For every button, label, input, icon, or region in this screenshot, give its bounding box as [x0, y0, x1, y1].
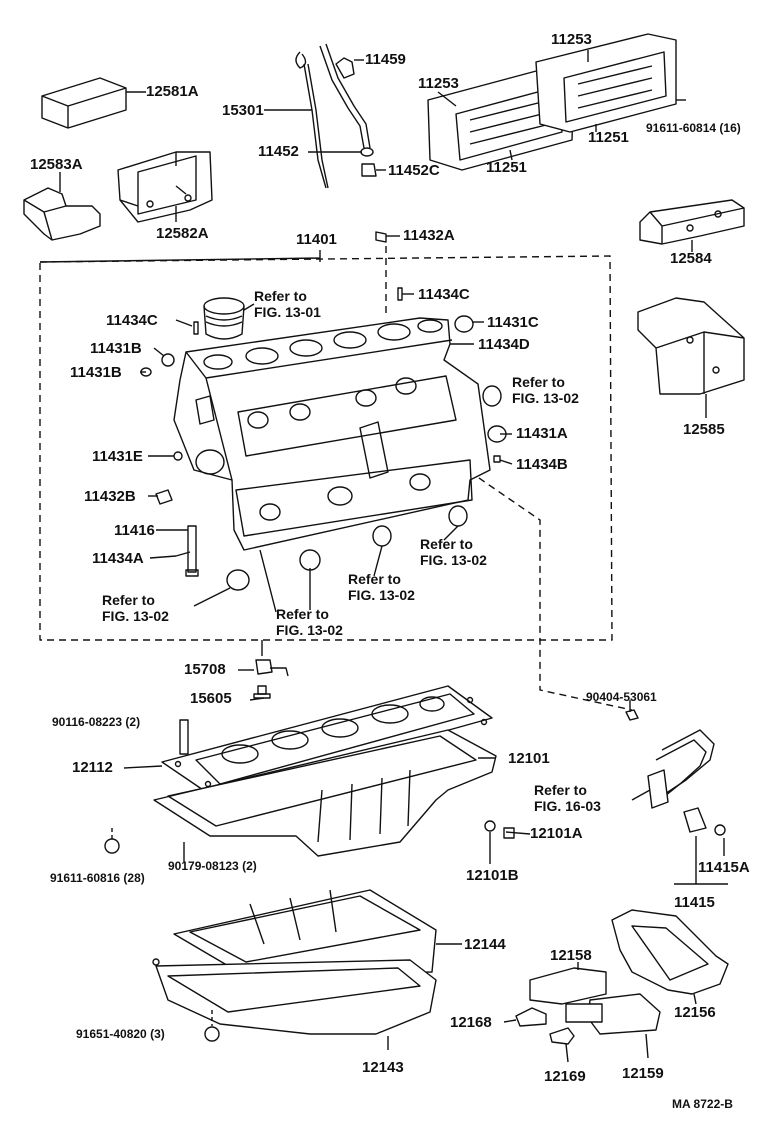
label-12101B: 12101B — [466, 867, 519, 884]
ref-line: FIG. 13-02 — [102, 608, 169, 624]
label-11253-left: 11253 — [418, 75, 459, 92]
label-12101: 12101 — [508, 750, 550, 767]
label-11415: 11415 — [674, 894, 715, 911]
ref-fig-13-02-low: Refer to FIG. 13-02 — [276, 606, 343, 638]
ref-line: Refer to — [276, 606, 329, 622]
label-12144: 12144 — [464, 936, 506, 953]
part-12581A-drawing — [41, 77, 127, 129]
label-11432A: 11432A — [403, 227, 455, 244]
label-91611-60814: 91611-60814 (16) — [646, 121, 741, 135]
label-12585: 12585 — [683, 421, 725, 438]
part-12143-drawing — [152, 958, 437, 1035]
label-11434C-top: 11434C — [418, 286, 470, 303]
part-12584-drawing — [639, 199, 745, 245]
label-91611-60816: 91611-60816 (28) — [50, 871, 145, 885]
ref-line: FIG. 13-02 — [276, 622, 343, 638]
ref-line: FIG. 13-02 — [512, 390, 579, 406]
label-12158: 12158 — [550, 947, 592, 964]
ref-line: Refer to — [348, 571, 401, 587]
label-12583A: 12583A — [30, 156, 83, 173]
label-11431B-b: 11431B — [70, 364, 122, 381]
part-12101-oil-pan-drawing — [153, 729, 497, 857]
label-11251-left: 11251 — [486, 159, 527, 176]
label-15301: 15301 — [222, 102, 264, 119]
label-90116-08223: 90116-08223 (2) — [52, 715, 141, 729]
part-11251-drawing — [427, 33, 677, 171]
label-11434B: 11434B — [516, 456, 568, 473]
label-12169: 12169 — [544, 1068, 586, 1085]
ref-fig-13-02-right: Refer to FIG. 13-02 — [512, 374, 579, 406]
label-12159: 12159 — [622, 1065, 664, 1082]
part-11452-drawing — [319, 43, 377, 177]
label-11434C-left: 11434C — [106, 312, 158, 329]
label-11251-right: 11251 — [588, 129, 629, 146]
label-11431E: 11431E — [92, 448, 143, 465]
label-12112: 12112 — [72, 759, 113, 776]
block-leader-lines — [140, 235, 513, 613]
ref-line: Refer to — [534, 782, 587, 798]
label-11432B: 11432B — [84, 488, 136, 505]
label-90404-53061: 90404-53061 — [586, 690, 657, 704]
label-11401: 11401 — [296, 231, 337, 248]
ref-line: Refer to — [254, 288, 307, 304]
part-12583A-drawing — [23, 187, 101, 241]
label-11434A: 11434A — [92, 550, 144, 567]
label-11431A: 11431A — [516, 425, 568, 442]
part-12158-12159-drawing — [515, 967, 661, 1045]
piston-drawing — [203, 297, 245, 340]
ref-line: FIG. 16-03 — [534, 798, 601, 814]
label-90179-08123: 90179-08123 (2) — [168, 859, 257, 873]
ref-line: Refer to — [420, 536, 473, 552]
part-12582A-drawing — [117, 151, 213, 223]
part-11401-cylinder-block-drawing — [173, 317, 491, 551]
label-11452C: 11452C — [388, 162, 440, 179]
label-11452: 11452 — [258, 143, 299, 160]
part-11415-line-drawing — [625, 709, 726, 836]
label-12581A: 12581A — [146, 83, 199, 100]
label-11459: 11459 — [365, 51, 406, 68]
ref-fig-13-02-left: Refer to FIG. 13-02 — [102, 592, 169, 624]
ref-line: Refer to — [512, 374, 565, 390]
label-12168: 12168 — [450, 1014, 492, 1031]
part-12112-gasket-drawing — [161, 685, 493, 797]
ref-fig-13-02-mid-right: Refer to FIG. 13-02 — [420, 536, 487, 568]
ref-fig-13-02-mid: Refer to FIG. 13-02 — [348, 571, 415, 603]
label-12584: 12584 — [670, 250, 712, 267]
label-12101A: 12101A — [530, 825, 583, 842]
label-15605: 15605 — [190, 690, 232, 707]
part-15301-drawing — [295, 51, 329, 189]
label-15708: 15708 — [184, 661, 226, 678]
label-12143: 12143 — [362, 1059, 404, 1076]
label-11253-top: 11253 — [551, 31, 592, 48]
label-11431B-a: 11431B — [90, 340, 142, 357]
ref-fig-16-03: Refer to FIG. 16-03 — [534, 782, 601, 814]
ref-fig-13-01: Refer to FIG. 13-01 — [254, 288, 321, 320]
label-11415A: 11415A — [698, 859, 750, 876]
label-11431C: 11431C — [487, 314, 539, 331]
ref-line: FIG. 13-02 — [348, 587, 415, 603]
label-91651-40820: 91651-40820 (3) — [76, 1027, 165, 1041]
ref-line: FIG. 13-02 — [420, 552, 487, 568]
ref-line: FIG. 13-01 — [254, 304, 321, 320]
label-12582A: 12582A — [156, 225, 209, 242]
part-12585-drawing — [637, 297, 745, 395]
ref-line: Refer to — [102, 592, 155, 608]
figure-code: MA 8722-B — [672, 1097, 733, 1111]
label-11416: 11416 — [114, 522, 155, 539]
part-15708-drawing — [253, 659, 289, 699]
plug-bearings — [140, 231, 507, 591]
label-11434D: 11434D — [478, 336, 530, 353]
label-12156: 12156 — [674, 1004, 716, 1021]
part-12156-drawing — [611, 909, 729, 995]
